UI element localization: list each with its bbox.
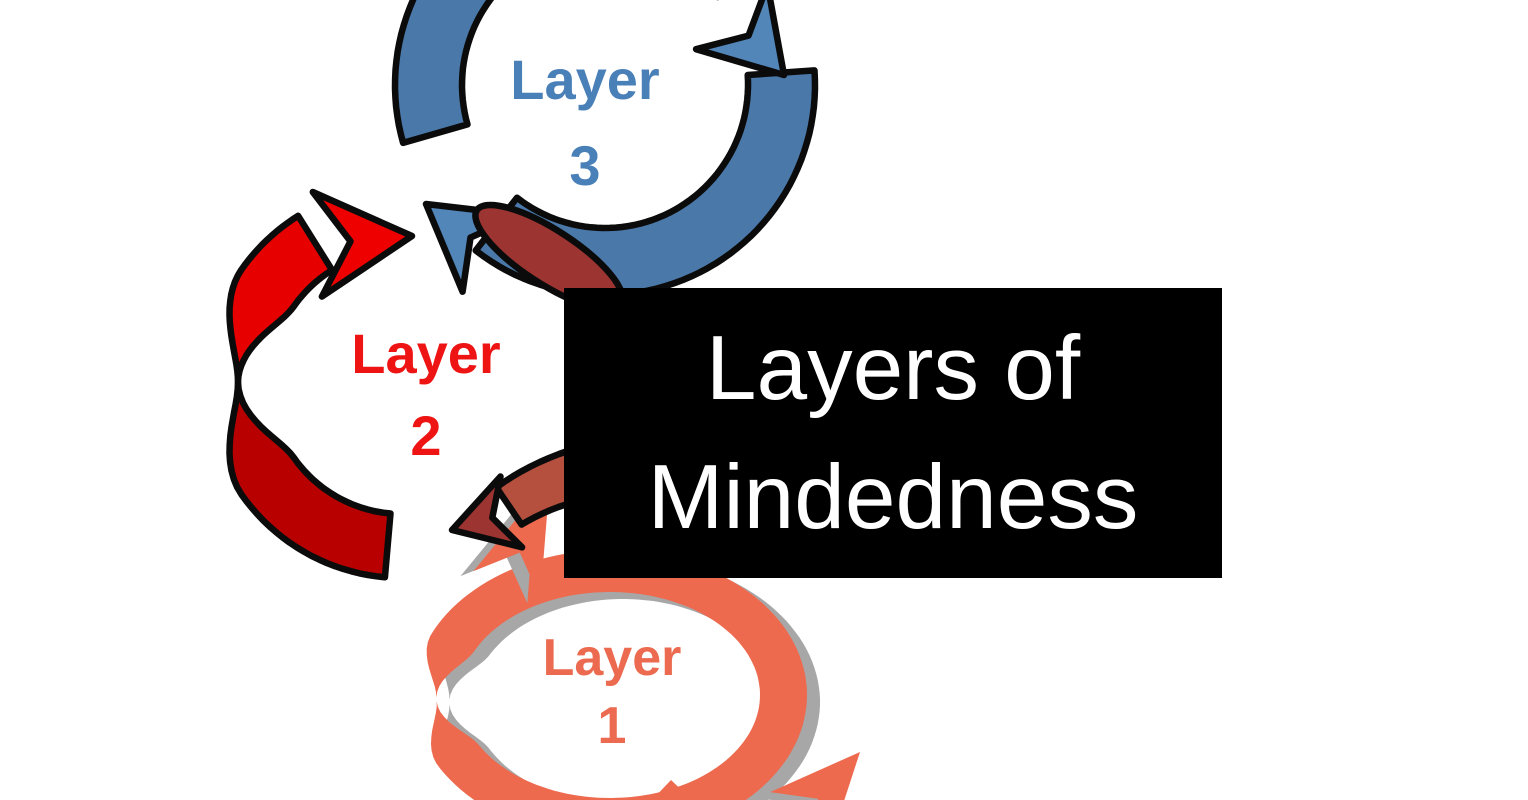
- layer2-arc-upper: [226, 212, 336, 386]
- title-line-2: Mindedness: [647, 447, 1139, 548]
- layer1-arrowhead-bottom-tip: [652, 780, 692, 800]
- layer3-arrowhead-top-icon: [692, 0, 788, 79]
- layer2-arrowhead-icon: [309, 188, 416, 300]
- layer3-number-text: 3: [569, 134, 601, 197]
- layer2-label: Layer 2: [351, 326, 500, 464]
- title-line-1: Layers of: [705, 317, 1081, 419]
- layer2-cycle-arrows: [226, 188, 416, 581]
- layer3-label: Layer 3: [510, 52, 659, 194]
- layer2-label-text: Layer: [351, 322, 501, 385]
- connector-lower-arrowhead-icon: [448, 473, 526, 551]
- layer2-number-text: 2: [410, 404, 442, 467]
- layer1-ring: [426, 550, 807, 800]
- layer1-number-text: 1: [597, 697, 627, 755]
- layer1-label: Layer 1: [543, 632, 682, 752]
- title-box: Layers of Mindedness: [564, 288, 1222, 578]
- layer3-arc-left: [391, 0, 719, 147]
- layer1-label-text: Layer: [542, 629, 682, 687]
- layer3-label-text: Layer: [510, 48, 660, 111]
- layer2-arc-lower: [226, 378, 394, 581]
- layer1-arrowhead-right-icon: [770, 752, 860, 800]
